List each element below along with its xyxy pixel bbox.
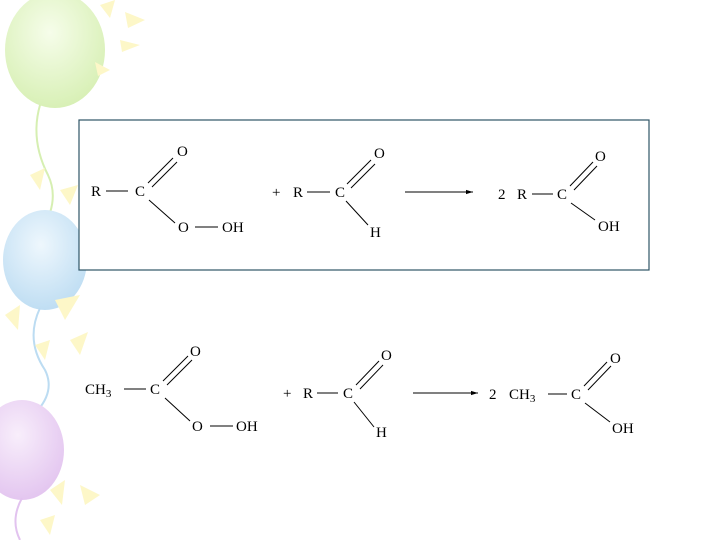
r-label: R [91, 184, 101, 200]
plus-sign: + [272, 185, 280, 201]
aldehyde-1: R C O H [293, 146, 385, 241]
c-label: C [571, 387, 581, 403]
r-label: R [517, 187, 527, 203]
o-label: O [610, 351, 621, 367]
o-double-label: O [190, 344, 201, 360]
coefficient: 2 [498, 187, 506, 203]
h-label: H [370, 225, 381, 241]
h-label: H [376, 425, 387, 441]
c-label: C [335, 185, 345, 201]
reaction-1: R C O O OH + R C O H 2 R [78, 119, 650, 271]
balloon-decoration [0, 0, 145, 540]
oh-label: OH [222, 220, 244, 236]
coefficient: 2 [489, 387, 497, 403]
o-label: O [381, 348, 392, 364]
aldehyde-2: R C O H [303, 348, 392, 441]
purple-balloon [0, 400, 64, 540]
ch3-label: CH3 [85, 382, 112, 400]
o-label: O [374, 146, 385, 162]
o-double-label: O [177, 144, 188, 160]
r-label: R [303, 386, 313, 402]
plus-sign: + [283, 386, 291, 402]
reaction-2: CH3 C O O OH + R C O H 2 CH3 [85, 344, 634, 441]
o-label: O [595, 149, 606, 165]
oh-label: OH [236, 419, 258, 435]
r-label: R [293, 185, 303, 201]
oh-label: OH [612, 421, 634, 437]
confetti [5, 0, 145, 535]
blue-balloon [3, 210, 87, 411]
product-2: 2 CH3 C O OH [489, 351, 634, 437]
c-label: C [135, 184, 145, 200]
product-1: 2 R C O OH [498, 149, 620, 235]
c-label: C [150, 382, 160, 398]
ch3-label: CH3 [509, 387, 536, 405]
oh-label: OH [598, 219, 620, 235]
o-single-label: O [178, 220, 189, 236]
peracid-2: CH3 C O O OH [85, 344, 258, 435]
o-single-label: O [192, 419, 203, 435]
reaction-1-box [78, 119, 650, 271]
c-label: C [343, 386, 353, 402]
peracid-1: R C O O OH [91, 144, 244, 236]
c-label: C [557, 187, 567, 203]
